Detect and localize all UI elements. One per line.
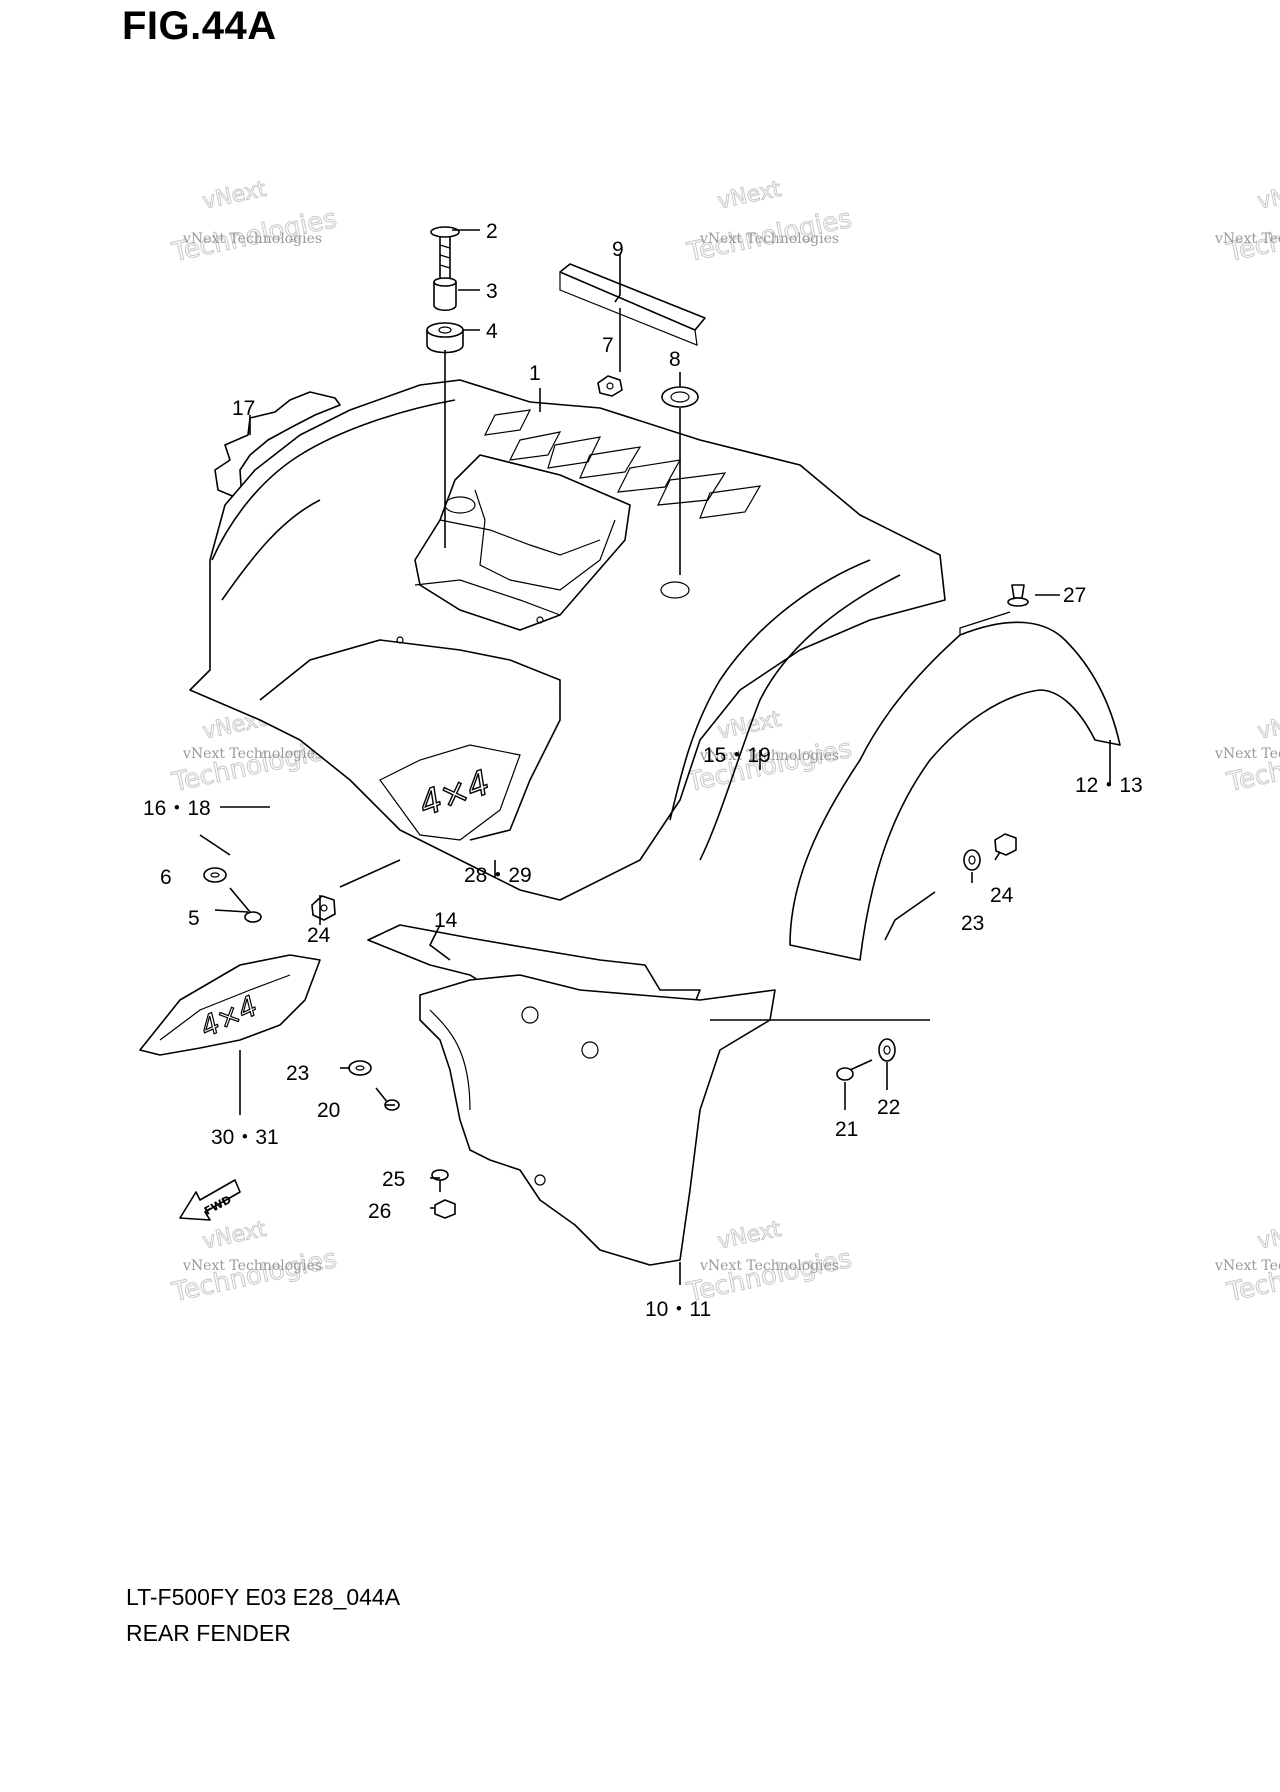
callout-8: 8 — [669, 348, 681, 371]
svg-text:vNext: vNext — [1255, 707, 1280, 745]
callout-28-29: 28・29 — [464, 864, 532, 887]
svg-text:vNext: vNext — [1255, 177, 1280, 215]
fwd-arrow-icon: FWD — [179, 1179, 241, 1221]
part-23-washer-lower — [348, 1060, 372, 1076]
svg-text:vNext Technologies: vNext Technologies — [699, 748, 839, 764]
svg-text:Technologies: Technologies — [1224, 1244, 1280, 1308]
callout-5: 5 — [188, 907, 200, 930]
part-3-collar — [433, 277, 457, 312]
callout-23-lower: 23 — [286, 1062, 309, 1085]
callout-2: 2 — [486, 220, 498, 243]
svg-text:vNext Technologies: vNext Technologies — [1214, 1258, 1280, 1274]
part-24-nut-right — [994, 833, 1017, 856]
callout-3: 3 — [486, 280, 498, 303]
callout-15-19: 15・19 — [703, 744, 771, 767]
callout-1: 1 — [529, 362, 541, 385]
svg-text:Technologies: Technologies — [1224, 734, 1280, 798]
part-8-grommet — [661, 386, 699, 408]
callout-24-right: 24 — [990, 884, 1014, 907]
svg-text:vNext: vNext — [200, 1217, 268, 1255]
svg-text:vNext Technologies: vNext Technologies — [699, 231, 839, 247]
part-2-bolt — [430, 226, 460, 281]
svg-text:vNext Technologies: vNext Technologies — [1214, 746, 1280, 762]
part-21-screw — [836, 1059, 873, 1081]
part-27-clip — [1007, 584, 1029, 607]
callout-27: 27 — [1063, 584, 1086, 607]
part-23-washer-right — [963, 849, 981, 871]
part-25-screw — [431, 1169, 449, 1192]
callout-9: 9 — [612, 238, 624, 261]
part-20-screw — [375, 1087, 400, 1111]
callout-26: 26 — [368, 1200, 391, 1223]
callout-17: 17 — [232, 397, 255, 420]
callout-10-11: 10・11 — [645, 1298, 711, 1321]
svg-text:vNext: vNext — [1255, 1217, 1280, 1255]
svg-text:vNext: vNext — [715, 177, 783, 215]
callout-22: 22 — [877, 1096, 900, 1119]
callout-16-18: 16・18 — [143, 797, 211, 820]
part-5-screw — [229, 887, 262, 923]
part-4-grommet — [426, 322, 464, 354]
part-9-cushion — [559, 263, 706, 331]
part-6-washer — [203, 867, 227, 883]
callout-23-right: 23 — [961, 912, 984, 935]
svg-text:vNext Technologies: vNext Technologies — [182, 231, 322, 247]
svg-text:vNext Technologies: vNext Technologies — [699, 1258, 839, 1274]
callout-7: 7 — [602, 334, 614, 357]
model-code: LT-F500FY E03 E28_044A — [126, 1584, 401, 1610]
part-10-11-mud-flap — [419, 974, 776, 1266]
svg-text:vNext: vNext — [715, 1217, 783, 1255]
callout-21: 21 — [835, 1118, 858, 1141]
callout-24-left: 24 — [307, 924, 331, 947]
leader-lines — [199, 229, 1111, 1285]
callout-25: 25 — [382, 1168, 405, 1191]
callout-30-31: 30・31 — [211, 1126, 279, 1149]
figure-title: FIG.44A — [122, 4, 277, 48]
svg-text:vNext Technologies: vNext Technologies — [182, 1258, 322, 1274]
svg-text:Technologies: Technologies — [169, 1244, 340, 1308]
part-7-nut — [597, 375, 623, 397]
section-name: REAR FENDER — [126, 1620, 291, 1646]
callout-14: 14 — [434, 909, 458, 932]
part-24-nut-left — [311, 895, 336, 921]
part-22-washer — [878, 1038, 896, 1062]
part-12-13-fender-flap — [789, 621, 1121, 961]
callout-12-13: 12・13 — [1075, 774, 1143, 797]
part-17-seal — [214, 391, 341, 501]
callout-numbers: 2 3 4 9 7 8 1 17 27 15・19 12・13 16・18 6 … — [143, 220, 1143, 1321]
callout-6: 6 — [160, 866, 172, 889]
svg-text:vNext: vNext — [200, 177, 268, 215]
svg-text:vNext Technologies: vNext Technologies — [182, 746, 322, 762]
callout-20: 20 — [317, 1099, 340, 1122]
callout-4: 4 — [486, 320, 498, 343]
part-26-nut — [434, 1199, 456, 1219]
svg-text:vNext Technologies: vNext Technologies — [1214, 231, 1280, 247]
part-1-rear-fender: 4×4 — [189, 379, 946, 901]
